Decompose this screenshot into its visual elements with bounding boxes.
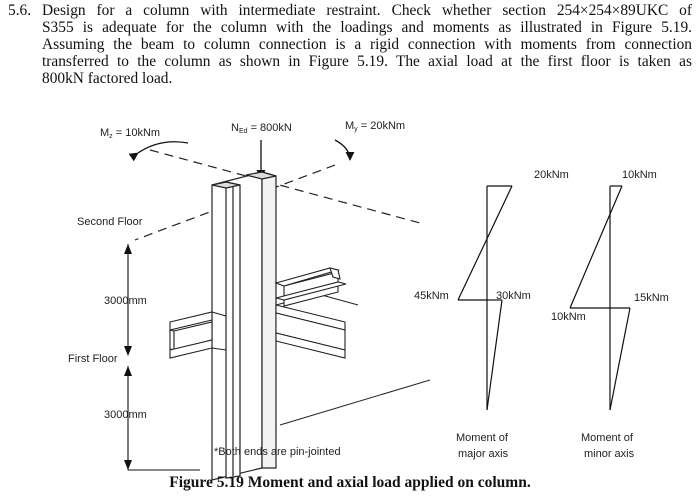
beam-left: [169, 311, 227, 359]
major-left-moment: 45kNm: [414, 290, 449, 302]
mz-moment-arrow: [128, 141, 189, 162]
major-axis-moment-diagram: [457, 185, 513, 411]
problem-line-5: 800kN factored load.: [42, 70, 173, 87]
steel-column: [211, 171, 277, 481]
problem-line-3: Assuming the beam to column connection i…: [42, 36, 692, 53]
second-floor-label: Second Floor: [77, 216, 143, 228]
minor-caption-2: minor axis: [584, 448, 635, 460]
minor-caption-1: Moment of: [581, 432, 634, 444]
dim-arrow-lower-bottom: [124, 460, 132, 470]
first-floor-label: First Floor: [68, 353, 118, 365]
axis-dash-1: [149, 149, 421, 224]
minor-top-moment: 10kNm: [622, 169, 657, 181]
problem-line-4: transferred to the column as shown in Fi…: [42, 53, 692, 70]
problem-line-1: Design for a column with intermediate re…: [42, 2, 692, 19]
major-caption-2: major axis: [458, 448, 509, 460]
pin-note: *Both ends are pin-jointed: [214, 446, 341, 458]
dim-arrow-lower-top: [124, 366, 132, 376]
minor-left-moment: 10kNm: [551, 311, 586, 323]
minor-axis-moment-diagram: [569, 185, 631, 411]
my-label: My = 20kNm: [345, 120, 405, 133]
major-top-moment: 20kNm: [534, 169, 569, 181]
dim-arrow-upper-top: [124, 244, 132, 254]
problem-number: 5.6.: [8, 2, 32, 19]
mz-label: Mz = 10kNm: [100, 127, 160, 140]
dim-upper-label: 3000mm: [104, 295, 147, 307]
ground-line: [279, 379, 431, 426]
my-moment-arrow: [334, 139, 355, 161]
dim-arrow-upper-bottom: [124, 346, 132, 356]
beam-back: [274, 267, 347, 307]
major-caption-1: Moment of: [456, 432, 509, 444]
ned-label: NEd = 800kN: [231, 122, 292, 135]
problem-line-2: S355 is adequate for the column with the…: [42, 19, 692, 36]
minor-right-moment: 15kNm: [634, 292, 669, 304]
dim-lower-label: 3000mm: [104, 409, 147, 421]
figure-caption: Figure 5.19 Moment and axial load applie…: [169, 474, 531, 491]
major-right-moment: 30kNm: [496, 290, 531, 302]
